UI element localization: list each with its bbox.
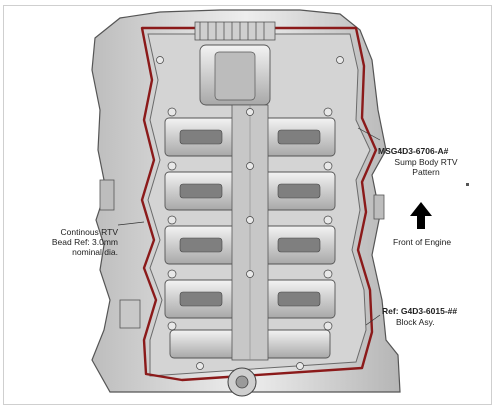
block-desc: Block Asy. (396, 317, 435, 327)
front-of-engine-arrow (410, 202, 432, 229)
rtv-bead-label-line3: nominal dia. (72, 247, 118, 257)
sump-desc-line2: Pattern (412, 167, 440, 177)
block-part-number: Ref: G4D3-6015-## (382, 306, 458, 316)
rtv-bead-label-line2: Bead Ref: 3.0mm (51, 237, 118, 247)
sump-desc-line1: Sump Body RTV (394, 157, 458, 167)
leader-lines (117, 127, 381, 326)
sump-part-number: MSG4D3-6706-A# (378, 146, 449, 156)
front-of-engine-label: Front of Engine (393, 237, 452, 247)
rtv-bead-label-line1: Continous RTV (60, 227, 118, 237)
